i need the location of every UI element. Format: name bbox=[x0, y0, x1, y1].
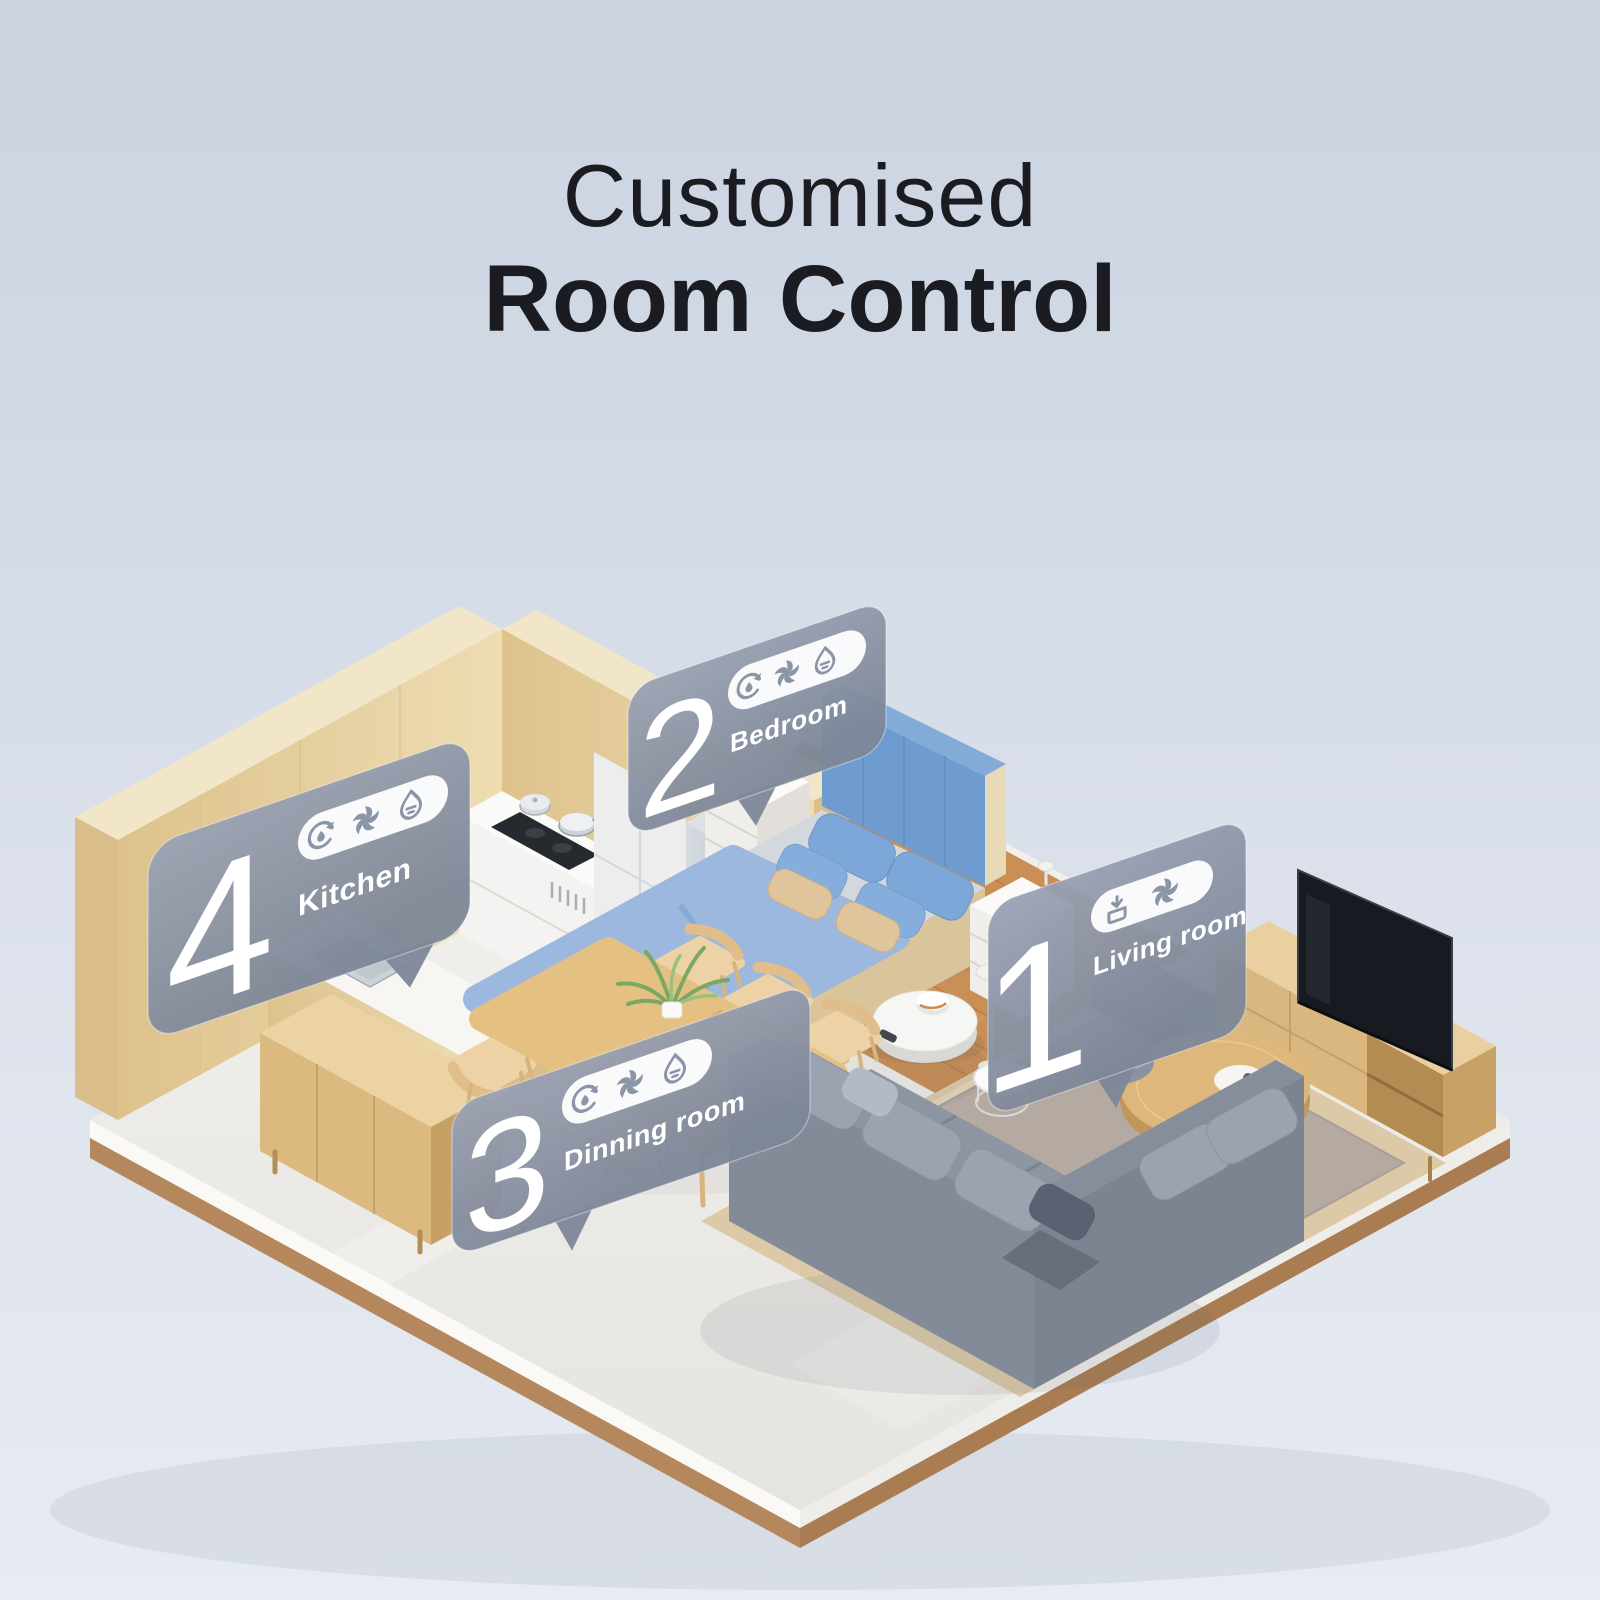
nightstand-lamp bbox=[1037, 860, 1055, 872]
platform-rim-left bbox=[90, 1134, 800, 1548]
pillows bbox=[767, 813, 974, 953]
room-number: 3 bbox=[464, 1072, 550, 1275]
callout-bubble bbox=[451, 989, 811, 1252]
sofa-cushions bbox=[770, 1046, 1298, 1232]
callout-tail bbox=[383, 938, 436, 988]
throw-blanket bbox=[1002, 1230, 1100, 1290]
cooking-pot bbox=[519, 794, 551, 816]
living-room-area bbox=[700, 868, 1496, 1395]
potted-plant bbox=[616, 946, 730, 1019]
robot-vacuum bbox=[865, 990, 985, 1064]
floor-gloss-streak bbox=[790, 1300, 1020, 1430]
room-number: 1 bbox=[982, 884, 1090, 1140]
sectional-sofa bbox=[729, 1037, 1304, 1389]
room-number: 4 bbox=[166, 804, 274, 1060]
title-line-1: Customised bbox=[562, 146, 1038, 245]
callout-living-room: 1 Living room bbox=[982, 823, 1247, 1140]
platform-lip-left bbox=[90, 1120, 800, 1528]
title-line-2: Room Control bbox=[483, 245, 1117, 352]
sofa-back-front bbox=[729, 1056, 1034, 1389]
callout-dinning-room: 3 Dinning room bbox=[451, 989, 811, 1275]
sofa-throw-pillows bbox=[841, 1067, 1100, 1290]
mode-icons-pill bbox=[1091, 860, 1213, 933]
room-number: 2 bbox=[638, 656, 721, 853]
lidar-accent bbox=[919, 1002, 947, 1010]
vent-grille bbox=[550, 882, 586, 914]
television bbox=[1297, 868, 1453, 1072]
callout-kitchen: 4 Kitchen bbox=[147, 742, 471, 1060]
plant-pot bbox=[661, 1001, 683, 1019]
robot-sensor bbox=[879, 1029, 897, 1043]
platform-rim-right bbox=[800, 1134, 1510, 1548]
stove bbox=[491, 794, 616, 870]
callout-bedroom: 2 Bedroom bbox=[627, 605, 887, 853]
tv-screen-sheen bbox=[1306, 894, 1330, 1005]
page-title: Customised Room Control bbox=[0, 146, 1600, 354]
